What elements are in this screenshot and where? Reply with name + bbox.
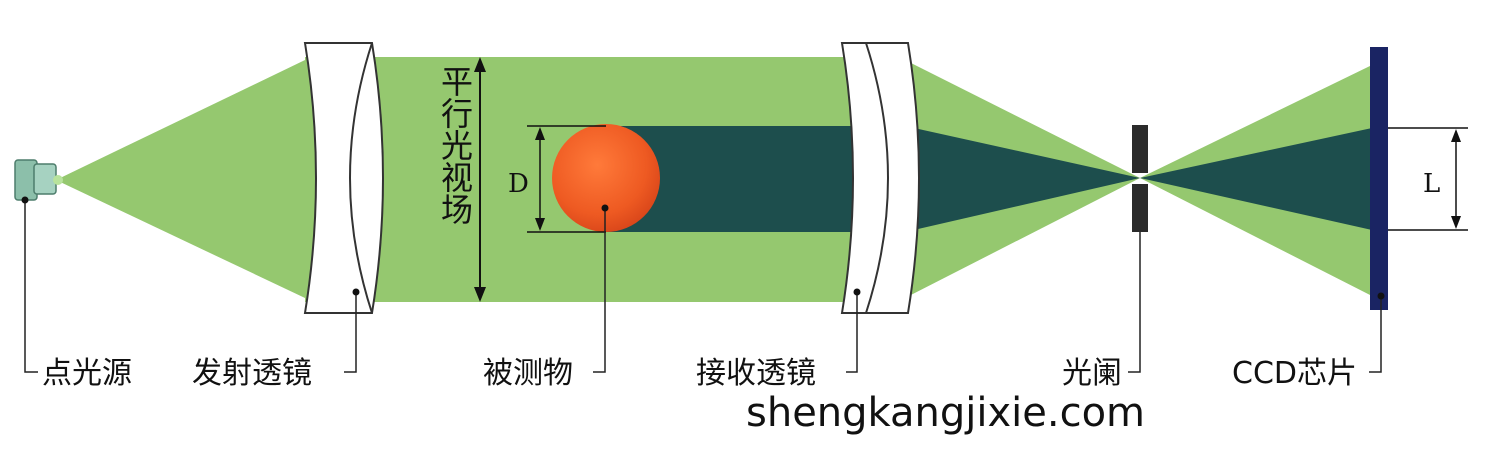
measured-object <box>552 124 660 232</box>
label-point-source: 点光源 <box>42 356 132 391</box>
label-emit-lens: 发射透镜 <box>192 356 312 391</box>
leader-dots <box>21 196 1385 300</box>
ccd-chip <box>1370 47 1388 310</box>
label-receive-lens: 接收透镜 <box>696 356 816 391</box>
emit-lens <box>303 42 384 314</box>
watermark: shengkangjixie.com <box>746 390 1145 436</box>
aperture-top <box>1132 125 1148 173</box>
leader-lines <box>24 200 1382 373</box>
shadow-converging <box>905 126 1140 232</box>
emit-lens-curve <box>349 42 373 314</box>
parallel-field-label: 平行光视场 <box>436 65 474 225</box>
source-glow <box>53 175 63 185</box>
receive-lens-body <box>840 42 920 314</box>
shadow-expanding <box>1140 128 1372 230</box>
aperture <box>1132 125 1148 232</box>
l-dimension <box>1388 127 1468 231</box>
label-object: 被测物 <box>483 356 573 391</box>
receive-lens-curve <box>865 42 889 314</box>
point-source <box>14 159 63 201</box>
shadow-parallel <box>606 126 905 232</box>
label-ccd: CCD芯片 <box>1232 356 1357 391</box>
l-label: L <box>1423 169 1440 199</box>
d-label: D <box>508 169 529 199</box>
label-aperture: 光阑 <box>1062 356 1122 391</box>
d-dimension <box>527 125 606 233</box>
light-beams <box>56 57 1372 302</box>
emit-lens-body <box>303 42 384 314</box>
receive-lens <box>840 42 920 314</box>
parallel-field-arrow <box>474 57 486 302</box>
source-nozzle <box>33 163 57 195</box>
aperture-bottom <box>1132 184 1148 232</box>
diverging-beam <box>56 60 305 298</box>
